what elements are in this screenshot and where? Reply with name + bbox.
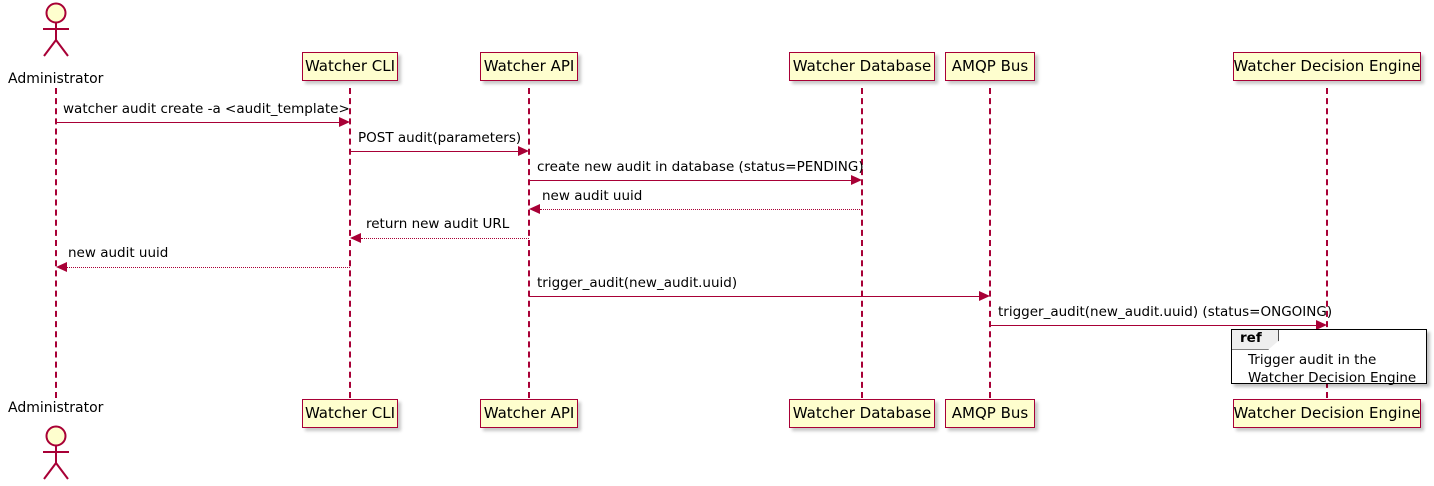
lifeline-watcher-decision-engine <box>1326 88 1328 398</box>
message-label-trigger-audit-ongoing: trigger_audit(new_audit.uuid) (status=ON… <box>998 304 1333 320</box>
participant-watcher-api-bottom[interactable]: Watcher API <box>480 399 578 428</box>
actor-administrator-top <box>34 2 78 58</box>
message-label-trigger-audit: trigger_audit(new_audit.uuid) <box>537 275 738 291</box>
participant-watcher-database-bottom[interactable]: Watcher Database <box>789 399 935 428</box>
arrow-head-watcher-audit-create <box>339 117 350 127</box>
actor-administrator-bottom <box>34 425 78 481</box>
ref-fragment[interactable]: ref Trigger audit in the Watcher Decisio… <box>1231 329 1427 386</box>
lifeline-amqp-bus <box>989 88 991 398</box>
arrow-head-return-new-audit-url <box>350 233 361 243</box>
message-line-trigger-audit-ongoing <box>990 325 1316 326</box>
ref-fragment-tab-label: ref <box>1232 330 1279 350</box>
message-label-new-audit-uuid-cli: new audit uuid <box>68 245 169 261</box>
message-label-create-new-audit: create new audit in database (status=PEN… <box>537 159 864 175</box>
participant-amqp-bus-bottom[interactable]: AMQP Bus <box>945 399 1035 428</box>
lifeline-administrator <box>55 88 57 398</box>
lifeline-watcher-database <box>861 88 863 398</box>
participant-watcher-api-top[interactable]: Watcher API <box>480 52 578 81</box>
message-line-new-audit-uuid-cli <box>67 267 350 268</box>
participant-amqp-bus-top[interactable]: AMQP Bus <box>945 52 1035 81</box>
message-line-post-audit <box>350 151 518 152</box>
message-line-trigger-audit <box>529 296 979 297</box>
ref-fragment-body: Trigger audit in the Watcher Decision En… <box>1248 352 1417 386</box>
message-label-watcher-audit-create: watcher audit create -a <audit_template> <box>63 101 350 117</box>
participant-watcher-cli-bottom[interactable]: Watcher CLI <box>302 399 398 428</box>
participant-watcher-cli-top[interactable]: Watcher CLI <box>302 52 398 81</box>
message-label-return-new-audit-url: return new audit URL <box>366 216 510 232</box>
actor-label-administrator-bottom: Administrator <box>8 400 104 416</box>
lifeline-watcher-cli <box>349 88 351 398</box>
participant-watcher-decision-engine-top[interactable]: Watcher Decision Engine <box>1233 52 1421 81</box>
message-label-new-audit-uuid-db: new audit uuid <box>542 188 643 204</box>
arrow-head-new-audit-uuid-db <box>529 204 540 214</box>
message-line-return-new-audit-url <box>361 238 529 239</box>
arrow-head-new-audit-uuid-cli <box>56 262 67 272</box>
message-label-post-audit: POST audit(parameters) <box>358 130 522 146</box>
message-line-new-audit-uuid-db <box>540 209 862 210</box>
arrow-head-trigger-audit <box>979 291 990 301</box>
lifeline-watcher-api <box>528 88 530 398</box>
participant-watcher-decision-engine-bottom[interactable]: Watcher Decision Engine <box>1233 399 1421 428</box>
arrow-head-post-audit <box>518 146 529 156</box>
message-line-create-new-audit <box>529 180 851 181</box>
arrow-head-create-new-audit <box>851 175 862 185</box>
actor-label-administrator-top: Administrator <box>8 71 104 87</box>
arrow-head-trigger-audit-ongoing <box>1316 320 1327 330</box>
message-line-watcher-audit-create <box>56 122 339 123</box>
participant-watcher-database-top[interactable]: Watcher Database <box>789 52 935 81</box>
